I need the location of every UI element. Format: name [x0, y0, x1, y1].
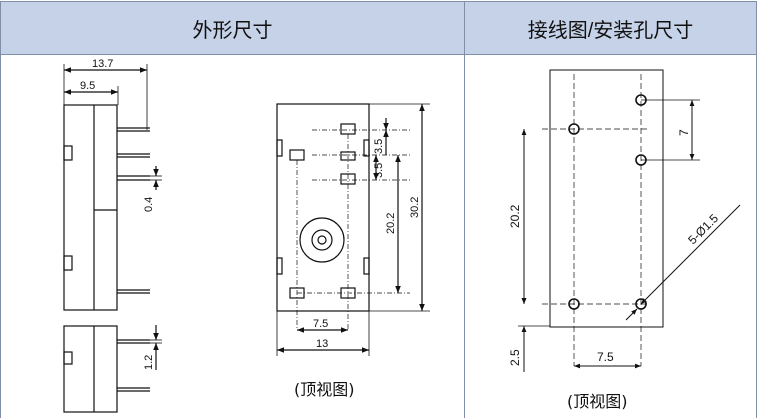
side-dim-pin-offset: 1.2 [143, 355, 155, 370]
header-wiring-mounting: 接线图/安装孔尺寸 [464, 1, 757, 55]
mount-dim-edge-offset: 2.5 [508, 349, 522, 366]
mount-dim-upper-pitch: 7 [677, 129, 691, 136]
side-dim-pin-thickness: 0.4 [143, 197, 155, 212]
header-right-label: 接线图/安装孔尺寸 [527, 19, 694, 42]
mounting-view-drawing [518, 69, 741, 372]
top-view-drawing [276, 103, 430, 356]
mount-dim-row-width: 7.5 [597, 350, 614, 364]
top-dim-pitch-top: 3.5 [373, 139, 385, 154]
top-view-caption: (顶视图) [294, 380, 355, 399]
table-frame [0, 55, 757, 418]
top-dim-overall-length: 30.2 [409, 197, 421, 218]
mount-dim-pin-span: 20.2 [508, 204, 522, 228]
top-dim-pitch-mid: 3.5 [373, 163, 385, 178]
top-dim-row-width: 7.5 [313, 318, 328, 330]
top-dim-pin-span: 20.2 [385, 213, 397, 234]
side-dim-body-depth: 9.5 [80, 80, 95, 92]
mounting-view-caption: (顶视图) [567, 392, 628, 411]
header-left-label: 外形尺寸 [192, 19, 273, 42]
side-dim-overall-depth: 13.7 [92, 58, 113, 70]
header-outline-dimensions: 外形尺寸 [0, 1, 465, 55]
side-view-drawing [63, 64, 162, 413]
top-dim-overall-width: 13 [316, 338, 328, 350]
